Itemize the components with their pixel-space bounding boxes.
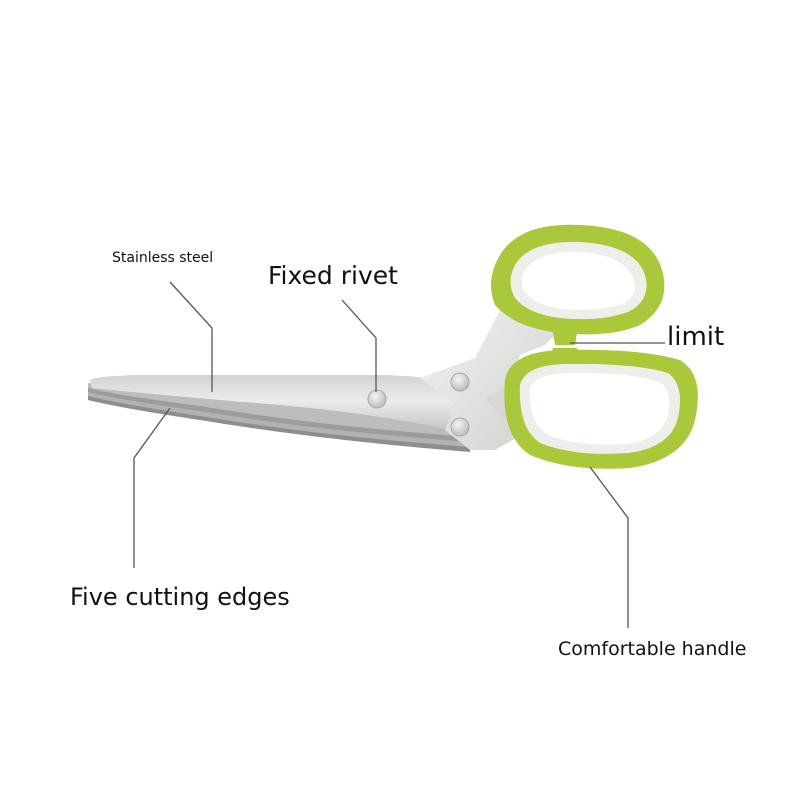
callout-comfortable-handle: Comfortable handle: [558, 638, 747, 660]
leader-comfortable-handle: [589, 466, 629, 628]
callout-fixed-rivet: Fixed rivet: [268, 261, 398, 290]
leader-five-cutting-edges: [133, 407, 171, 568]
fixed-rivet: [367, 389, 387, 409]
callout-five-cutting-edges: Five cutting edges: [70, 583, 290, 611]
pivot-rivet-upper: [450, 372, 470, 392]
pivot-rivet-lower: [450, 417, 470, 437]
upper-handle: [491, 224, 665, 335]
blade-edges: [88, 383, 470, 452]
leader-fixed-rivet: [341, 299, 377, 392]
callout-stainless-steel: Stainless steel: [112, 250, 214, 266]
leader-stainless-steel: [169, 281, 213, 392]
leader-lines: [133, 281, 665, 628]
limit-stopper: [552, 326, 578, 345]
callout-limit: limit: [667, 322, 725, 352]
blade: [90, 375, 480, 432]
lower-handle: [504, 349, 698, 469]
